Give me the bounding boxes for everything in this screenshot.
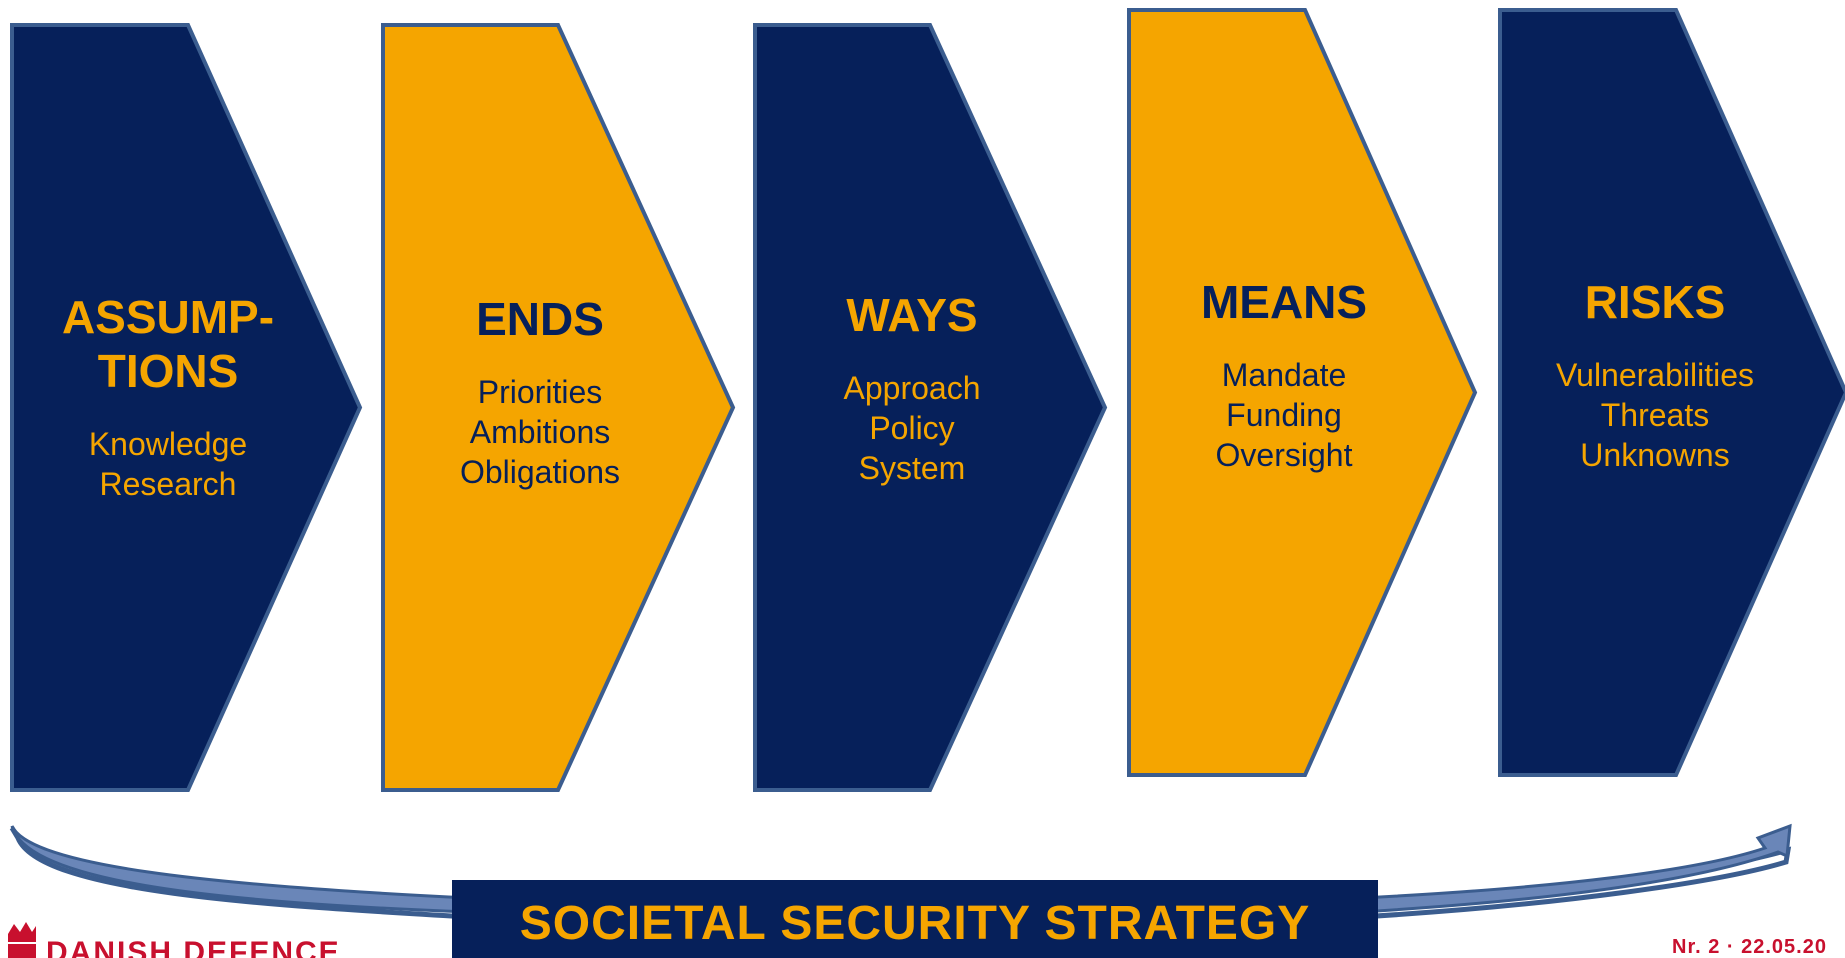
chevron-item: Ambitions	[469, 414, 611, 450]
chevron-3	[753, 23, 1108, 792]
chevron-1	[10, 23, 363, 792]
chevron-2	[381, 23, 736, 792]
chevron-item: Vulnerabilities	[1555, 357, 1755, 393]
chevron-item: Approach	[843, 370, 981, 406]
chevron-title: MEANS	[1200, 276, 1368, 328]
chevron-item: Threats	[1600, 397, 1710, 433]
chevron-5	[1498, 8, 1845, 777]
chevron-4	[1127, 8, 1478, 777]
chevron-item: Oversight	[1215, 437, 1353, 473]
chevron-item: Policy	[869, 410, 955, 446]
strategy-banner: SOCIETAL SECURITY STRATEGY	[452, 880, 1378, 958]
chevron-item: Mandate	[1221, 357, 1347, 393]
chevron-item: Obligations	[459, 454, 621, 490]
chevron-item: Priorities	[477, 374, 603, 410]
cycle-arrow-body	[10, 823, 1792, 914]
logo-text: DANISH DEFENCE	[46, 936, 341, 958]
slide-number-date: Nr. 2 · 22.05.20	[1672, 936, 1827, 958]
chevron-title: WAYS	[846, 289, 978, 341]
chevron-item: System	[858, 450, 966, 486]
chevron-title: ENDS	[476, 293, 604, 345]
chevron-title: ASSUMP- TIONS	[61, 291, 275, 397]
strategy-label: SOCIETAL SECURITY STRATEGY	[519, 897, 1311, 950]
chevron-item: Funding	[1226, 397, 1342, 433]
chevron-title: RISKS	[1584, 276, 1726, 328]
chevron-group	[10, 8, 1845, 792]
crown-icon	[8, 922, 36, 958]
chevron-item: Unknowns	[1580, 437, 1730, 473]
chevron-item: Knowledge	[88, 426, 248, 462]
chevron-item: Research	[99, 466, 237, 502]
danish-defence-logo: DANISH DEFENCE	[0, 918, 339, 958]
